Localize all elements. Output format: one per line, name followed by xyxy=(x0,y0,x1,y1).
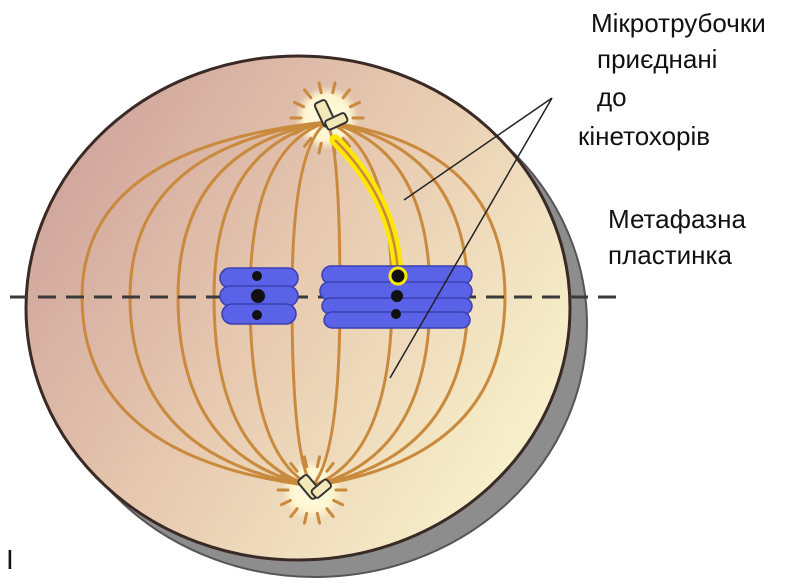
label-microtubules-line4: кінетохорів xyxy=(578,121,710,151)
label-microtubules-line3: до xyxy=(597,82,627,112)
label-microtubules-line1: Мікротрубочки xyxy=(591,8,766,38)
label-microtubules-line2: приєднані xyxy=(597,44,717,74)
corner-mark: I xyxy=(6,545,14,575)
centromere xyxy=(252,310,262,320)
centromere xyxy=(391,309,401,319)
label-metaphase-line2: пластинка xyxy=(608,240,732,270)
label-metaphase-line1: Метафазна xyxy=(608,204,746,234)
centromere xyxy=(251,289,265,303)
centromere xyxy=(391,290,403,302)
centromere-highlighted xyxy=(390,268,406,284)
centromere xyxy=(252,271,262,281)
